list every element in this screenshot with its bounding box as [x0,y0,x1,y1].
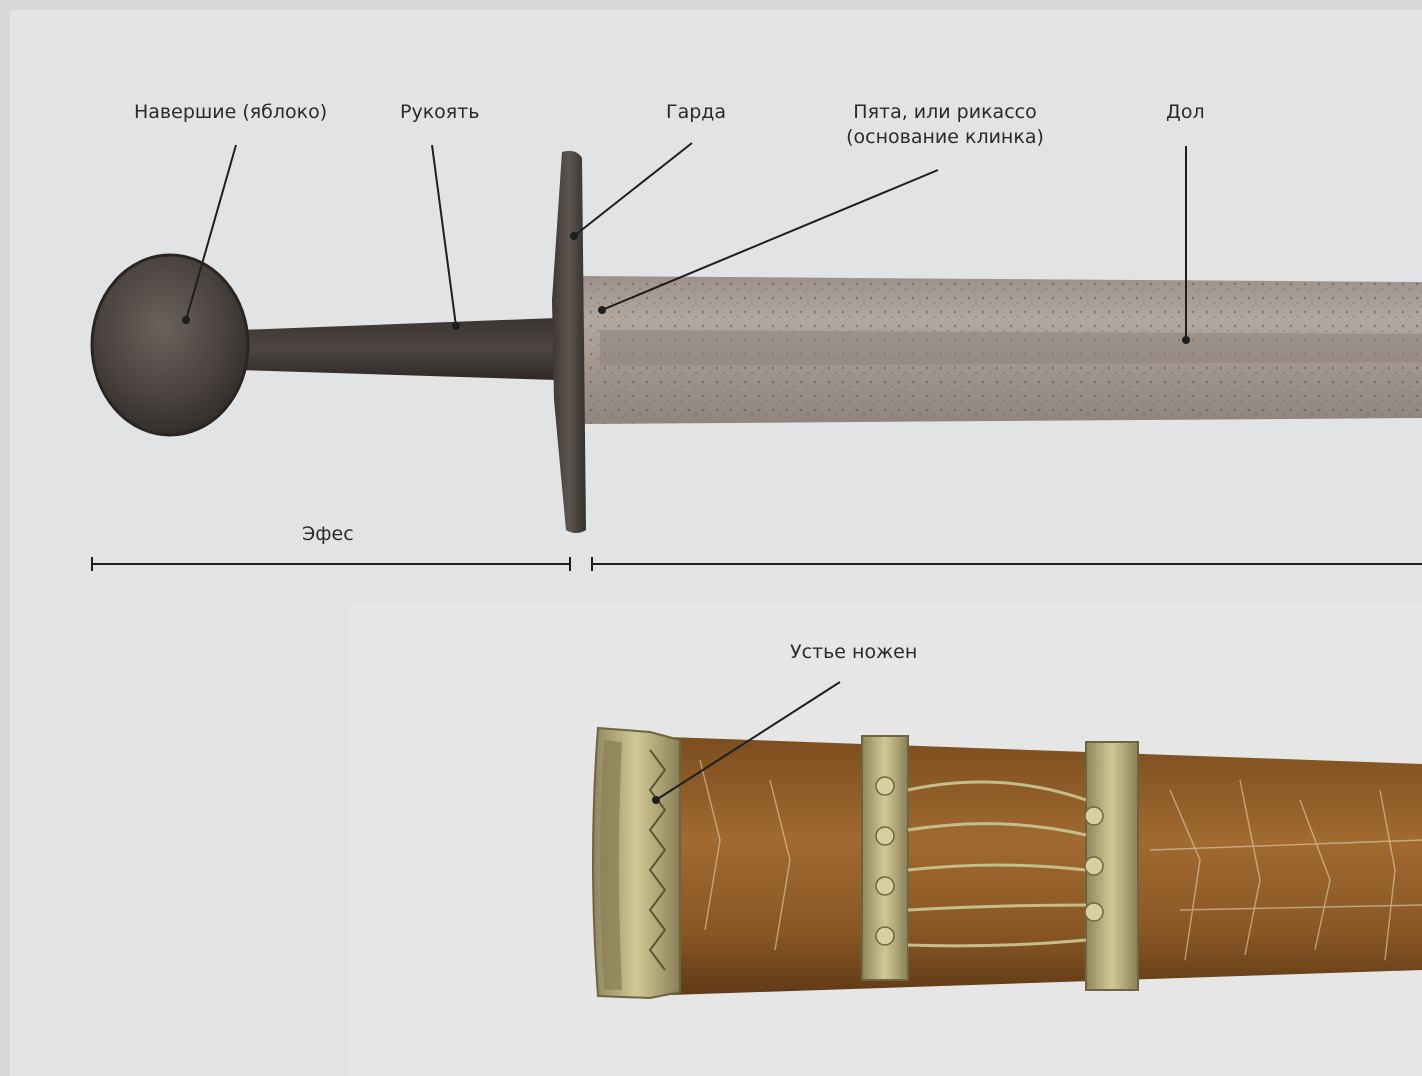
label-ricasso-line1: Пята, или рикассо [830,100,1060,125]
label-ricasso-line2: (основание клинка) [830,125,1060,150]
leader-lines [186,143,1186,800]
dimension-lines [92,557,1422,571]
scabbard [593,728,1422,998]
label-guard: Гарда [666,100,726,125]
guard [552,151,586,533]
label-hilt: Эфес [302,522,354,547]
sword [92,151,1422,533]
grip-leader [432,145,456,326]
scabbard-mouth-opening [600,740,622,990]
label-ricasso: Пята, или рикассо (основание клинка) [830,100,1060,150]
grip [240,318,556,380]
guard-leader [574,143,692,236]
label-pommel: Навершие (яблоко) [134,100,327,125]
label-fuller: Дол [1166,100,1205,125]
label-scabbard-mouth: Устье ножен [790,640,917,665]
fuller [600,330,1422,366]
label-grip: Рукоять [400,100,480,125]
